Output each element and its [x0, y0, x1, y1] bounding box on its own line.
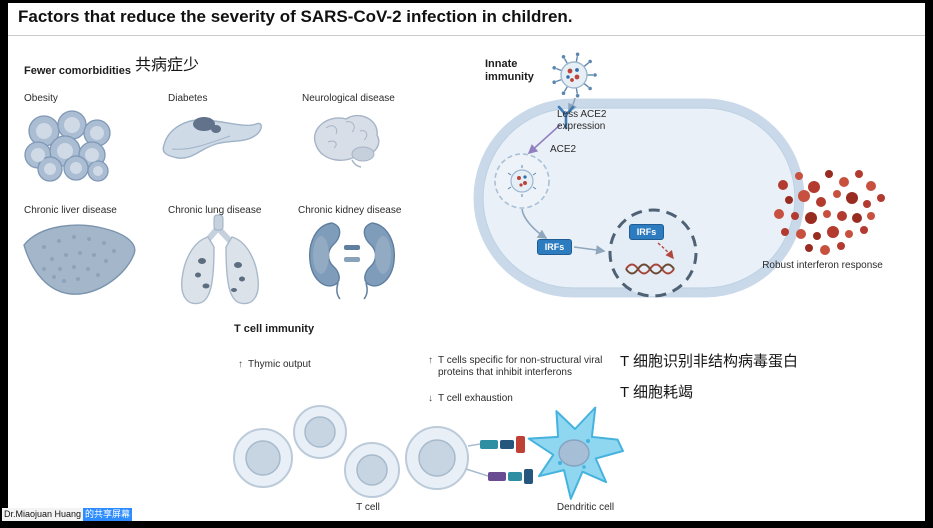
- up-arrow-icon: ↑: [428, 355, 433, 366]
- virus-icon: [552, 52, 597, 98]
- lungs-illustration: [181, 214, 259, 305]
- point-tcell-exhaustion-text: T cell exhaustion: [438, 393, 513, 404]
- robust-interferon-note: Robust interferon response: [762, 260, 883, 271]
- dendritic-cell-illustration: [527, 406, 624, 500]
- up-arrow-icon: ↑: [238, 359, 243, 370]
- slide: Factors that reduce the severity of SARS…: [8, 3, 925, 521]
- comorbidities-heading: Fewer comorbidities: [24, 65, 131, 77]
- irfs-badge-nucleus: IRFs: [629, 224, 664, 240]
- t-cell-immunity-heading: T cell immunity: [234, 323, 315, 335]
- brain-illustration: [313, 114, 380, 168]
- comorbidities-heading-zh: 共病症少: [135, 57, 200, 74]
- point-thymic-output-text: Thymic output: [248, 359, 311, 370]
- less-ace2-note: Less ACE2 expression: [557, 109, 607, 132]
- nucleus-illustration: [608, 208, 698, 298]
- dendritic-cell-label: Dendritic cell: [556, 502, 615, 513]
- label-diabetes: Diabetes: [168, 93, 208, 104]
- endosome-signal-arrow: [521, 208, 548, 239]
- label-chronic-lung-disease: Chronic lung disease: [168, 205, 262, 216]
- point-tcell-specific: ↑ T cells specific for non-structural vi…: [428, 355, 618, 379]
- ace2-label: ACE2: [550, 144, 577, 155]
- t-cell-label: T cell: [356, 502, 380, 513]
- antigen-connectors: [465, 436, 533, 484]
- label-neurological-disease: Neurological disease: [302, 93, 395, 104]
- fat-cells-illustration: [24, 110, 111, 182]
- ace2-receptor-icon: [557, 105, 575, 130]
- down-arrow-icon: ↓: [428, 393, 433, 404]
- label-chronic-liver-disease: Chronic liver disease: [24, 205, 117, 216]
- endosome-illustration: [494, 153, 550, 209]
- kidneys-illustration: [309, 222, 395, 300]
- interferon-dots: [774, 170, 885, 255]
- label-obesity: Obesity: [24, 93, 58, 104]
- zh-note-tcell-specific: T 细胞识别非结构病毒蛋白: [620, 353, 799, 370]
- zh-note-tcell-exhaustion: T 细胞耗竭: [620, 384, 694, 401]
- liver-illustration: [23, 224, 136, 295]
- point-tcell-exhaustion: ↓ T cell exhaustion: [428, 393, 513, 405]
- irfs-badge-cytoplasm: IRFs: [537, 239, 572, 255]
- point-thymic-output: ↑ Thymic output: [238, 359, 311, 371]
- slide-title: Factors that reduce the severity of SARS…: [18, 7, 573, 26]
- title-divider: [8, 35, 925, 36]
- internalization-arrow: [527, 124, 561, 155]
- innate-immunity-heading: Innate immunity: [485, 58, 534, 83]
- pancreas-illustration: [162, 117, 262, 159]
- t-cells-illustration: [233, 405, 469, 498]
- watermark-suffix: 的共享屏幕: [83, 508, 133, 521]
- point-tcell-specific-text: T cells specific for non-structural vira…: [438, 355, 603, 378]
- irfs-translocation-arrow: [573, 245, 606, 255]
- label-chronic-kidney-disease: Chronic kidney disease: [298, 205, 402, 216]
- watermark-presenter-name: Dr.Miaojuan Huang: [2, 508, 84, 521]
